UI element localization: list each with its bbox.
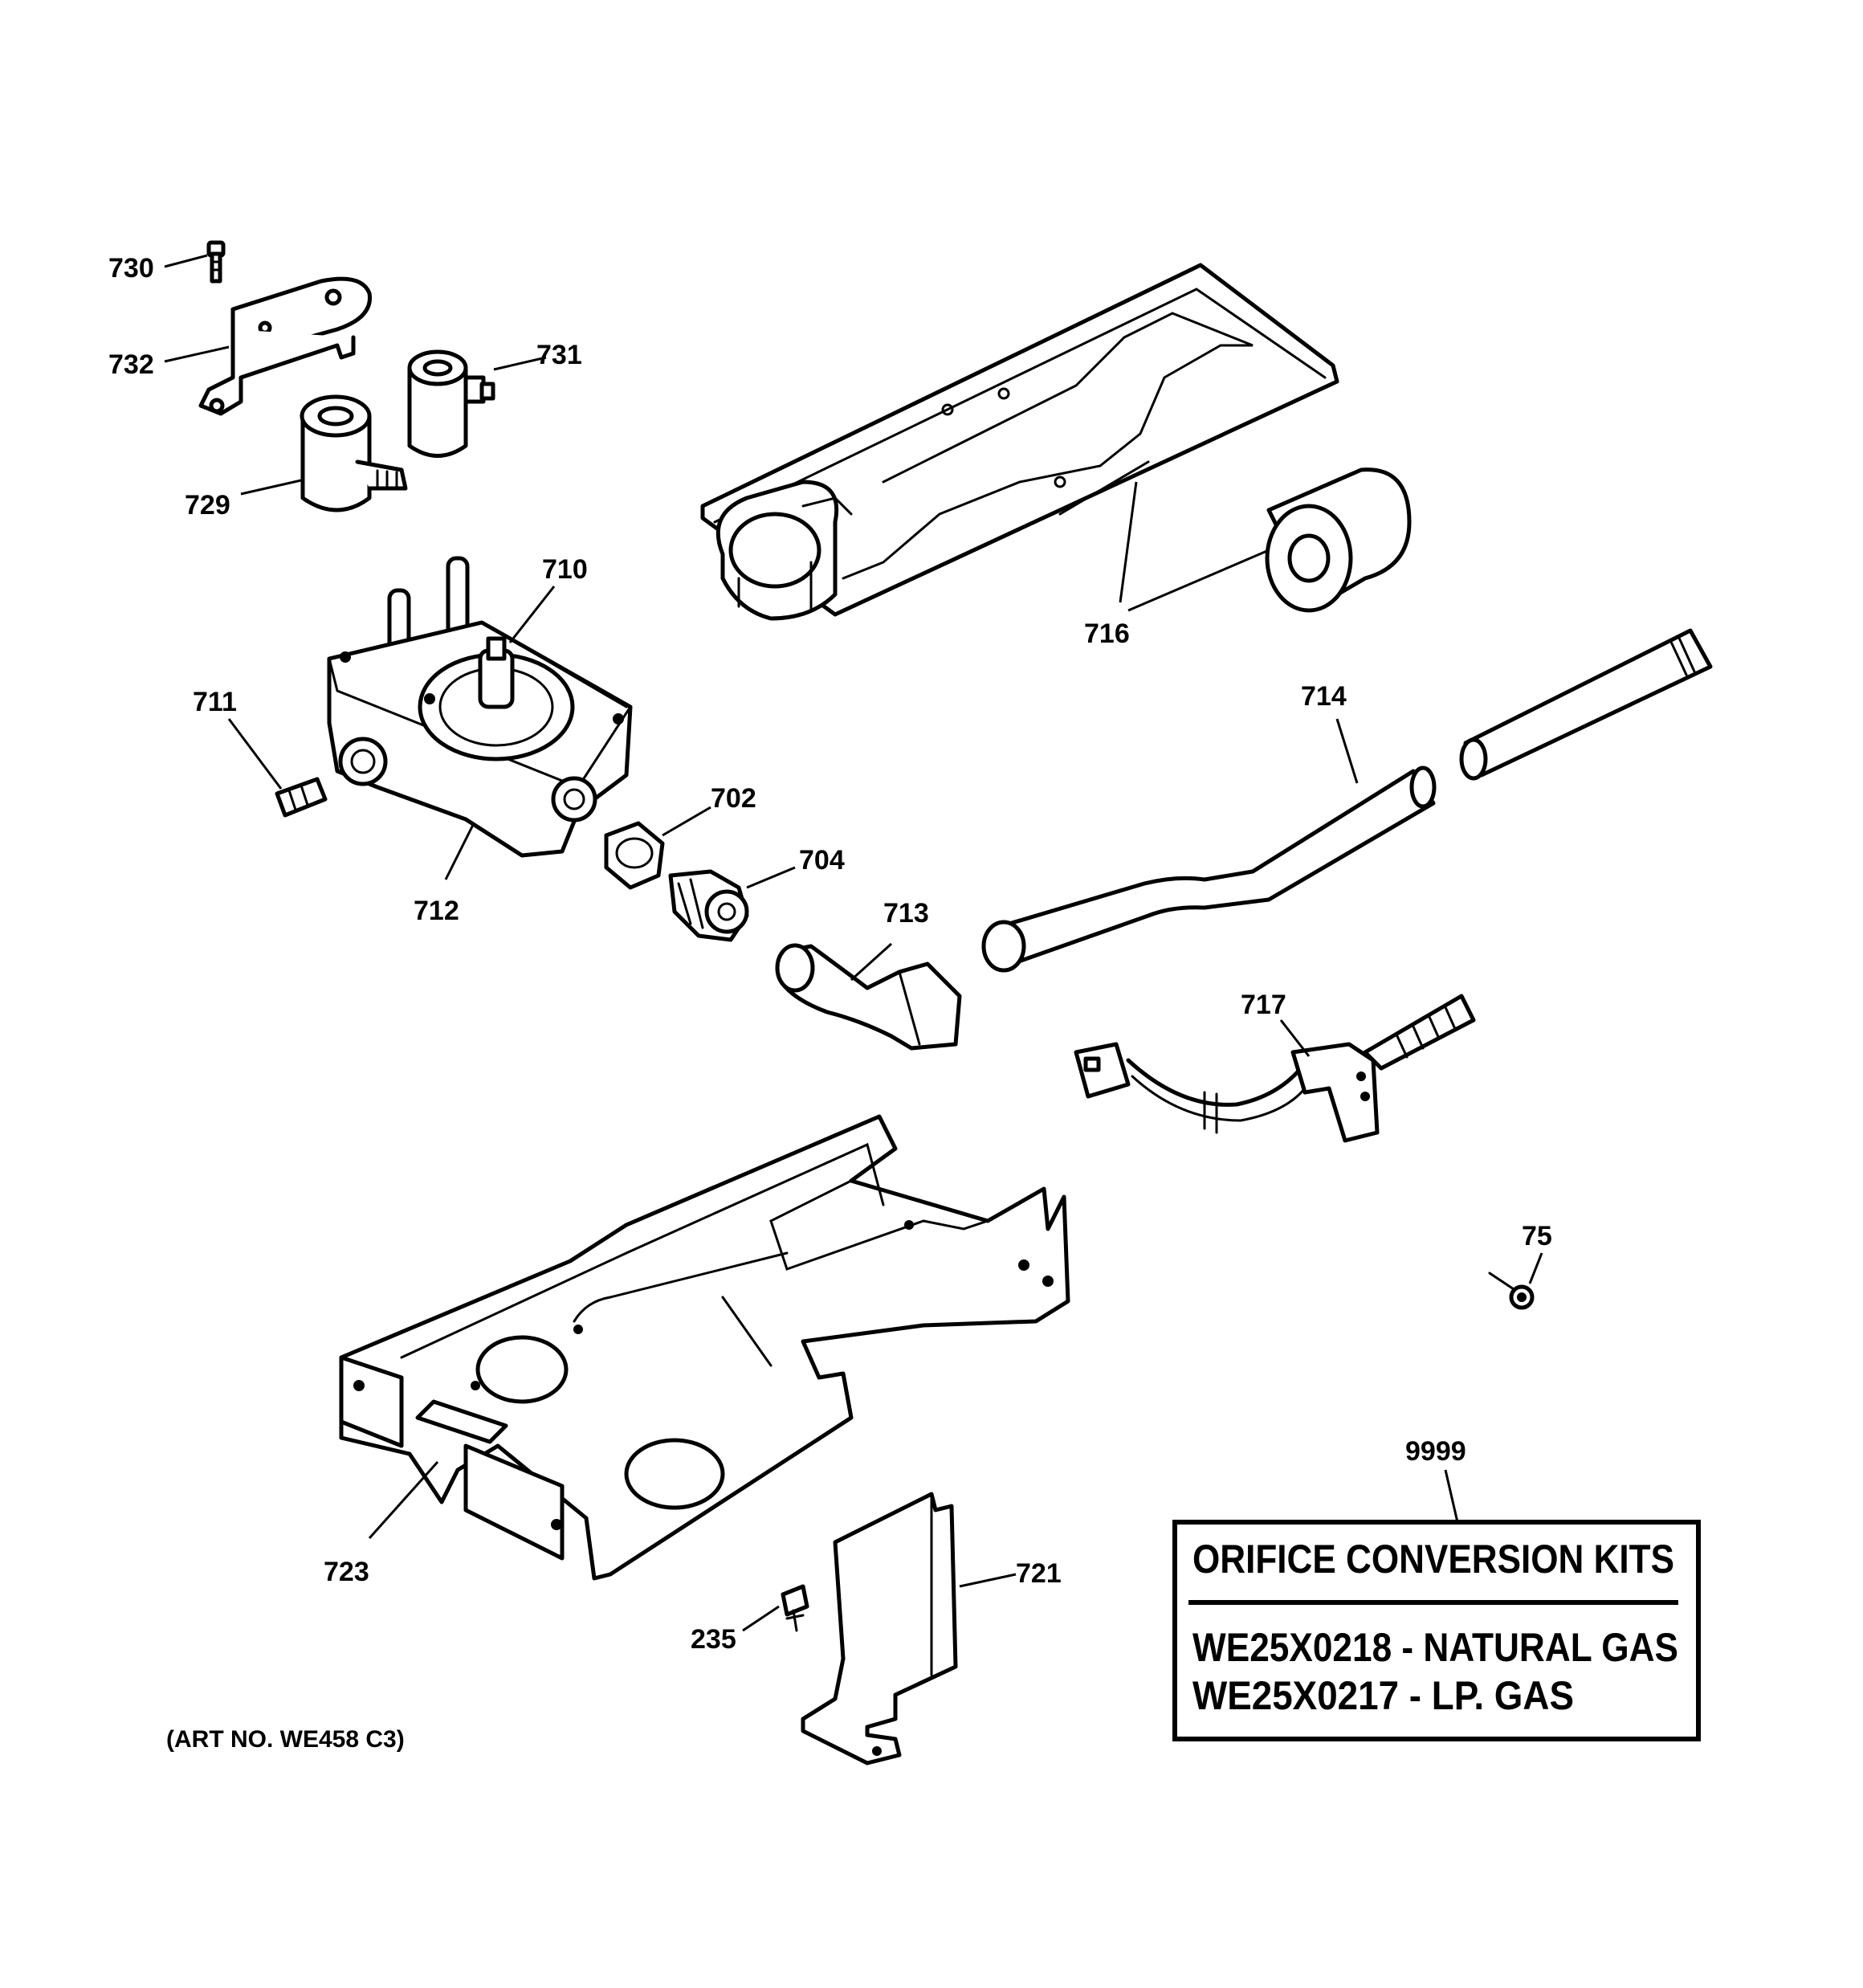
cylinder-716	[1265, 467, 1412, 613]
leader-730	[164, 254, 208, 268]
label-731: 731	[536, 340, 582, 370]
kit-natural-gas: WE25X0218 - NATURAL GAS	[1192, 1625, 1678, 1670]
leader-710	[508, 586, 556, 643]
orifice-kit-box: ORIFICE CONVERSION KITS WE25X0218 - NATU…	[1172, 1520, 1701, 1741]
screw-235	[781, 1584, 809, 1632]
coil-729	[300, 394, 408, 512]
leader-704	[746, 866, 796, 889]
leader-713	[850, 942, 893, 982]
label-704: 704	[799, 845, 845, 876]
label-732: 732	[108, 349, 154, 380]
base-bracket-723	[339, 1114, 1070, 1581]
label-702: 702	[711, 783, 756, 814]
leader-712	[444, 823, 475, 880]
fitting-711	[275, 777, 328, 818]
pipe-714	[981, 765, 1437, 973]
leader-729	[240, 479, 302, 496]
leader-75	[1528, 1252, 1543, 1284]
label-717: 717	[1241, 990, 1286, 1020]
elbow-713	[775, 943, 962, 1051]
art-number: (ART NO. WE458 C3)	[166, 1726, 405, 1753]
coil-731	[407, 349, 495, 458]
label-710: 710	[542, 554, 588, 585]
kit-box-title: ORIFICE CONVERSION KITS	[1192, 1537, 1674, 1582]
label-714: 714	[1301, 681, 1347, 712]
leader-721	[959, 1573, 1017, 1588]
label-729: 729	[185, 490, 230, 520]
leader-732	[164, 345, 230, 363]
label-721: 721	[1016, 1558, 1062, 1589]
leader-235	[742, 1605, 780, 1632]
igniter-717	[1074, 994, 1476, 1143]
label-9999: 9999	[1405, 1436, 1466, 1467]
leader-723	[368, 1460, 439, 1540]
leader-711	[227, 718, 283, 790]
leader-716-b	[1127, 549, 1270, 612]
kit-lp-gas: WE25X0217 - LP. GAS	[1192, 1673, 1574, 1718]
leader-9999	[1444, 1469, 1459, 1523]
gas-valve-712	[327, 556, 633, 858]
leader-702	[662, 806, 711, 837]
shield-721	[801, 1492, 958, 1766]
leader-731	[493, 356, 547, 371]
label-730: 730	[108, 253, 154, 284]
burner-716	[700, 263, 1339, 621]
bracket-732	[198, 276, 372, 416]
label-713: 713	[883, 898, 929, 929]
label-712: 712	[414, 896, 459, 926]
pipe-extension-714	[1459, 628, 1713, 781]
leader-716-a	[1119, 481, 1138, 603]
nut-702	[604, 821, 665, 890]
screw-730	[206, 240, 226, 284]
label-711: 711	[193, 687, 237, 717]
label-723: 723	[324, 1557, 369, 1587]
leader-714	[1335, 718, 1359, 784]
orifice-704	[668, 869, 749, 942]
label-75: 75	[1522, 1221, 1552, 1251]
screw-75	[1488, 1272, 1535, 1310]
label-716: 716	[1084, 618, 1130, 649]
label-235: 235	[691, 1624, 736, 1655]
leader-717	[1279, 1019, 1311, 1057]
